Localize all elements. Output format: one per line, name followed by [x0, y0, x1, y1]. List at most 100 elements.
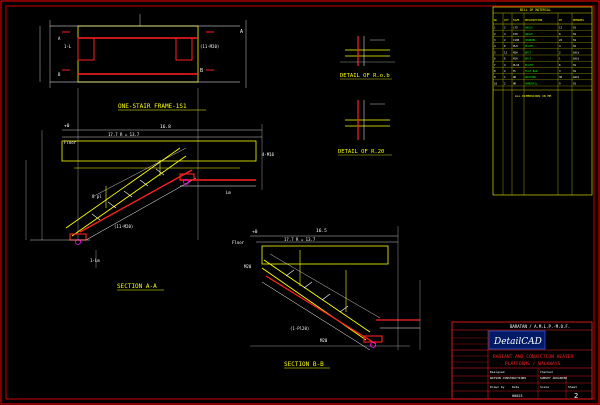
tb-designed-label: Designed [490, 370, 505, 374]
bom-cell: 2 [559, 50, 561, 54]
floor-lower: Floor [232, 240, 245, 245]
bom-header-cell: REMARKS [573, 18, 584, 22]
bom-cell: 4 [504, 32, 506, 36]
bom-header-cell: No [494, 18, 498, 22]
tb-dwg-no: 00023 [512, 394, 523, 398]
inner-border [5, 5, 595, 400]
bom-cell: C100 [513, 38, 520, 42]
tag-4x: 4-M16 [262, 152, 275, 157]
bom-cell: L50 [513, 32, 518, 36]
mark-a-right: A [240, 29, 243, 35]
bom-row: 4 8 PL8 PLATE 4 SS [494, 44, 577, 48]
tb-sheet-no: 2 [574, 392, 578, 400]
bom-note: ALL DIMENSIONS IN MM [515, 94, 551, 98]
tag-1lm: 1-Lm [90, 258, 100, 263]
plate-a: 8 pl [92, 194, 102, 199]
bom-cell: SS [573, 81, 577, 85]
mark-b-right: B [200, 68, 203, 74]
detail-r20-title: DETAIL OF R.20 [338, 149, 384, 155]
mark-b-left: B [58, 72, 61, 77]
section-bb-drawing [250, 226, 421, 351]
bom-cell: 2 [494, 32, 496, 36]
section-aa-title: SECTION A-A [117, 283, 157, 290]
bom-cell: BOLT [525, 57, 532, 61]
bom-cell: SS [573, 38, 577, 42]
detail-rob-title: DETAIL OF R.o.b [340, 73, 390, 79]
bom-cell: 3 [559, 69, 561, 73]
bom-cell: 4 [494, 44, 496, 48]
title-block [451, 321, 593, 400]
bom-cell: GALV [573, 50, 580, 54]
bom-cell: 6 [504, 57, 506, 61]
bom-cell: CHANNEL [525, 38, 536, 42]
bom-cell: PLATE [525, 63, 533, 67]
bom-cell: 9 [494, 75, 496, 79]
bolt-a: M20 [320, 338, 328, 343]
bom-row-lines [493, 30, 592, 87]
bom-cell: 6 [494, 57, 496, 61]
bom-cell: 10 [494, 81, 498, 85]
mark-a-left: A [58, 36, 61, 41]
bom-cell: HR [513, 81, 517, 85]
tag-1l: 1-L [64, 44, 72, 49]
bom-cell: 4 [504, 63, 506, 67]
tb-sheet-label: Sheet [568, 385, 577, 389]
dim-run-aa: 17.7 R = 13.7 [108, 132, 140, 137]
tb-drawn-label: Drawn by [490, 385, 505, 389]
bom-cell: 2 [504, 81, 506, 85]
tb-scale-label: Scale [540, 385, 549, 389]
bom-cell: SS [573, 63, 577, 67]
bom-cell: L75 [513, 26, 518, 30]
bom-cell: ANGLE [525, 26, 533, 30]
bom-cell: PL8 [513, 44, 518, 48]
bom-cell: PLATE [525, 44, 533, 48]
bom-cell: HANDRAIL [525, 81, 538, 85]
tb-client: BARATAN / A.M.L.P.-M.O.F. [510, 324, 570, 329]
tb-project-line1: RADIANT AND CONVECTION HEATER [493, 354, 573, 360]
bill-of-material [492, 6, 593, 196]
bom-cell: 8 [504, 44, 506, 48]
detail-r20-drawing [345, 100, 390, 140]
tb-left-column [452, 337, 488, 363]
bom-cell: 2 [504, 69, 506, 73]
tb-project-line2: PLATFORMS / WALKWAYS [505, 361, 561, 367]
bom-cell: 8 [494, 69, 496, 73]
bom-cell: M16 [513, 57, 518, 61]
bom-cell: FL [513, 69, 517, 73]
tag-11: (11-M20) [200, 44, 219, 49]
bom-cell: 1 [559, 57, 561, 61]
bom-cell: M20 [513, 50, 518, 54]
dim-top-bb: 16.5 [316, 228, 327, 234]
bom-cell: 5 [494, 50, 496, 54]
bom-cell: SS [573, 69, 577, 73]
bom-header-cell: SIZE [513, 18, 520, 22]
bom-cell: 8 [559, 32, 561, 36]
bom-cell: ANGLE [525, 32, 533, 36]
section-bb-title: SECTION B-B [284, 361, 324, 368]
tag-lm: Lm [226, 190, 231, 195]
bom-cell: 6 [559, 63, 561, 67]
tb-logo: DetailCAD [493, 337, 542, 347]
bom-cell: 4 [559, 44, 561, 48]
level-bb: +0 [252, 229, 258, 235]
bom-header-cell: WT [559, 18, 563, 22]
bom-cell: FLAT BAR [525, 69, 538, 73]
bom-cell: BOLT [525, 50, 532, 54]
bolt-b: M20 [244, 264, 252, 269]
bom-cell: 2 [504, 26, 506, 30]
bom-cell: 12 [559, 26, 563, 30]
bom-title: BILL OF MATERIAL [520, 8, 551, 12]
tb-checked-label: Checked [540, 370, 553, 374]
bom-cell: SS [573, 44, 577, 48]
bom-cell: GRATING [525, 75, 536, 79]
